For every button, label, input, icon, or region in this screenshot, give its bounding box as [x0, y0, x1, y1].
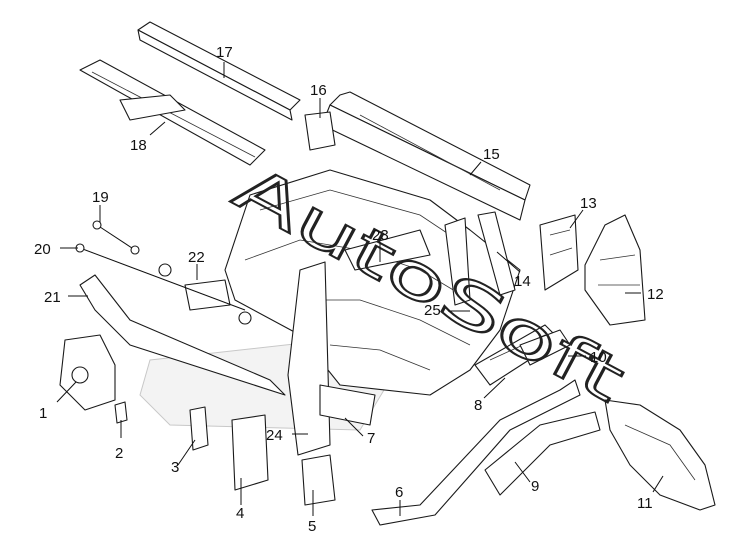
part-21-front-member [79, 274, 286, 396]
part-10-rear-member [519, 329, 571, 366]
part-9-rail [484, 411, 601, 496]
callout-19: 19 [92, 189, 109, 206]
callout-1: 1 [39, 405, 47, 422]
part-23-bracket [344, 229, 431, 271]
part-7-floor-section [319, 384, 376, 426]
part-22-mount [158, 263, 252, 325]
part-18-roof-frame [79, 59, 266, 166]
part-11-wheelhouse [604, 399, 716, 511]
part-6-side-sill [371, 379, 581, 526]
callout-8: 8 [474, 397, 482, 414]
part-4-bracket [231, 414, 269, 491]
part-25-inner-pillar [444, 217, 471, 306]
callout-18: 18 [130, 137, 147, 154]
callout-20: 20 [34, 241, 51, 258]
callout-13: 13 [580, 195, 597, 212]
part-14-pillar [477, 211, 516, 296]
callout-4: 4 [236, 505, 244, 522]
callout-16: 16 [310, 82, 327, 99]
callout-22: 22 [188, 249, 205, 266]
callout-10: 10 [590, 349, 607, 366]
leader-lines [56, 62, 664, 516]
callout-21: 21 [44, 289, 61, 306]
callout-7: 7 [367, 430, 375, 447]
callout-9: 9 [531, 478, 539, 495]
callout-3: 3 [171, 459, 179, 476]
part-19-strut [92, 220, 140, 255]
callout-5: 5 [308, 518, 316, 535]
part-13-panel [539, 214, 579, 291]
part-17-roof-rail [137, 21, 301, 121]
callout-17: 17 [216, 44, 233, 61]
callout-15: 15 [483, 146, 500, 163]
callout-labels: 1 2 3 4 5 6 7 8 9 10 11 12 13 14 15 16 1… [34, 44, 664, 535]
part-3-bracket [189, 406, 209, 451]
part-5-bracket [301, 454, 336, 506]
callout-12: 12 [647, 286, 664, 303]
callout-23: 23 [372, 227, 389, 244]
callout-11: 11 [637, 495, 653, 512]
part-15-cross-member [321, 91, 531, 221]
part-16-bracket [304, 111, 336, 151]
part-20-brace [75, 243, 246, 311]
callout-2: 2 [115, 445, 123, 462]
part-2-clip [114, 401, 128, 424]
part-1-bracket [59, 334, 116, 411]
callout-14: 14 [514, 273, 531, 290]
callout-24: 24 [266, 427, 283, 444]
callout-25: 25 [424, 302, 441, 319]
part-12-quarter-panel [584, 214, 646, 326]
callout-6: 6 [395, 484, 403, 501]
